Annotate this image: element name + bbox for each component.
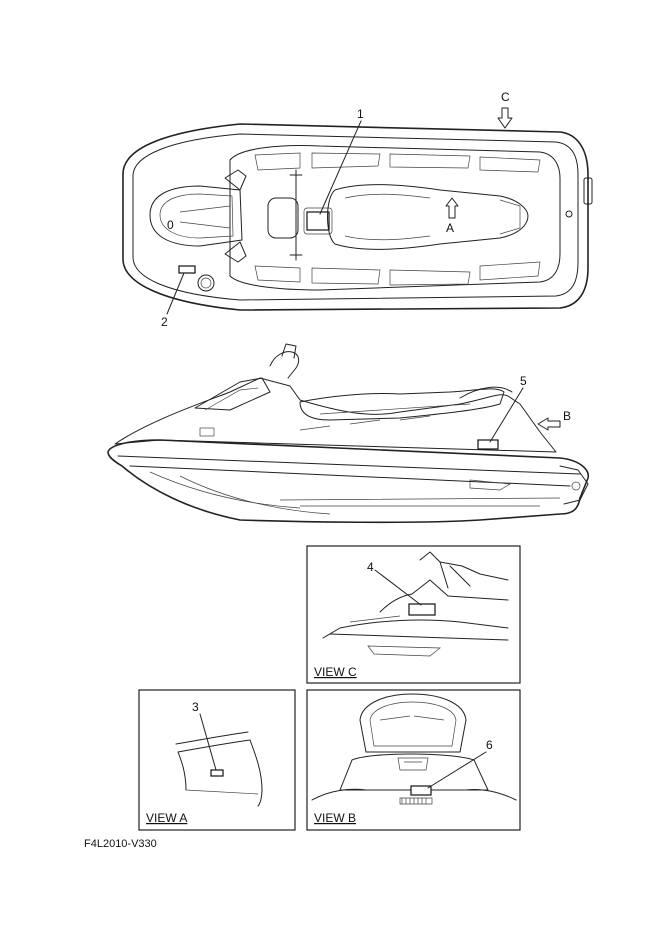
side-view-watercraft — [107, 343, 589, 524]
view-arrow-label-c: C — [501, 90, 510, 104]
callout-3: 3 — [192, 700, 199, 714]
view-b-caption: VIEW B — [314, 811, 356, 825]
top-view-watercraft — [122, 107, 593, 315]
view-a-caption: VIEW A — [146, 811, 187, 825]
view-arrow-label-a: A — [446, 221, 454, 235]
view-c-caption: VIEW C — [314, 665, 357, 679]
view-c-panel — [306, 545, 521, 684]
callout-6: 6 — [486, 738, 493, 752]
view-b-panel — [306, 689, 521, 831]
view-arrow-label-b: B — [563, 409, 571, 423]
view-a-panel — [138, 689, 296, 831]
callout-5: 5 — [520, 374, 527, 388]
callout-1: 1 — [357, 107, 364, 121]
figure-code: F4L2010-V330 — [84, 838, 157, 850]
callout-4: 4 — [367, 560, 374, 574]
callout-2: 2 — [161, 315, 168, 329]
seat-marking: 0 — [167, 218, 174, 232]
